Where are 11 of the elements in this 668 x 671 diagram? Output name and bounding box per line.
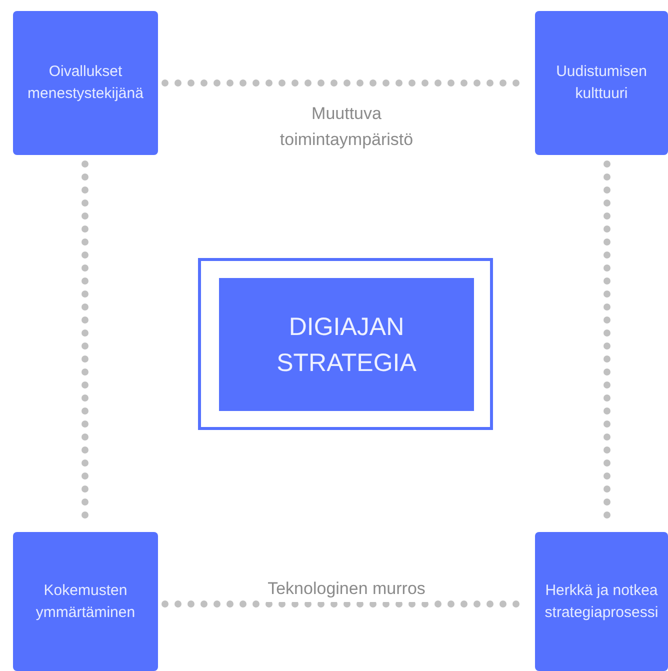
node-label: Oivallukset menestystekijänä xyxy=(26,62,144,104)
process-box xyxy=(535,532,668,671)
node-label: Herkkä ja notkea strategiaprosessi xyxy=(544,580,660,622)
process-box xyxy=(13,532,158,671)
node-label: Uudistumisen kulttuuri xyxy=(555,62,648,104)
process-box xyxy=(219,278,474,411)
frame-box xyxy=(198,258,493,430)
process-box xyxy=(13,11,158,155)
node-label: Kokemusten ymmärtäminen xyxy=(34,580,136,622)
process-box xyxy=(535,11,668,155)
node-label: DIGIAJAN STRATEGIA xyxy=(276,312,418,378)
